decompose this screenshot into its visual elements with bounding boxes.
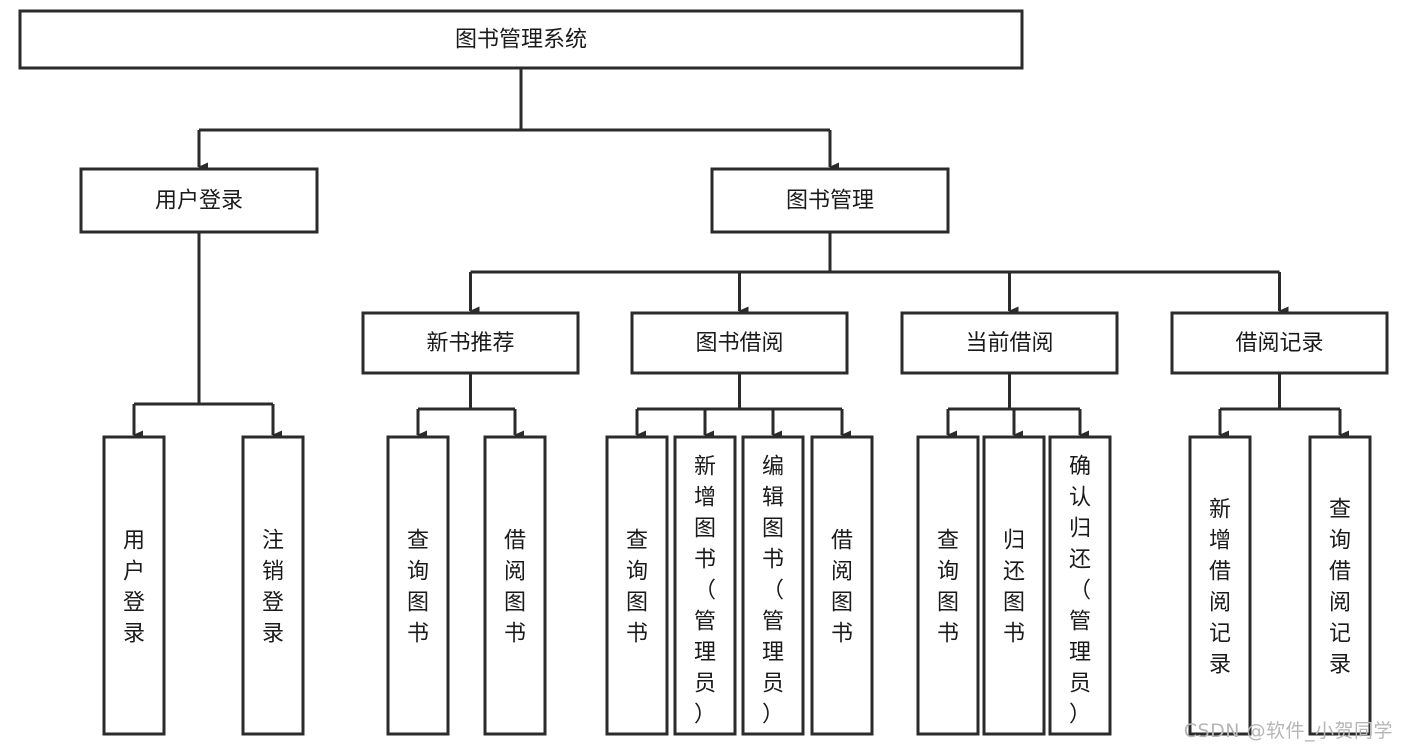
node-new-book-recommend[interactable]: 新书推荐 (361, 311, 580, 375)
node-leaf-query-book-3-rect[interactable] (916, 435, 980, 736)
node-book-borrow-label: 图书借阅 (695, 331, 783, 356)
node-book-borrow-rect[interactable] (630, 311, 849, 375)
node-leaf-add-book-rect[interactable] (673, 435, 737, 736)
node-leaf-add-record-rect[interactable] (1188, 435, 1252, 736)
node-boxes: 图书管理系统用户登录图书管理新书推荐图书借阅当前借阅借阅记录用户登录注销登录查询… (18, 9, 1389, 736)
node-leaf-query-book-1-label: 查询图书 (407, 529, 429, 647)
node-leaf-edit-book-label: 编辑图书（管理员） (762, 454, 784, 727)
node-user-login[interactable]: 用户登录 (79, 167, 319, 234)
node-leaf-logout[interactable]: 注销登录 (241, 435, 305, 736)
node-root-system[interactable]: 图书管理系统 (18, 9, 1024, 70)
node-borrow-record-label: 借阅记录 (1235, 331, 1323, 356)
node-new-book-recommend-label: 新书推荐 (426, 331, 514, 356)
node-leaf-add-book[interactable]: 新增图书（管理员） (673, 435, 737, 736)
node-leaf-confirm-return-label: 确认归还（管理员） (1069, 454, 1091, 727)
node-current-borrow-label: 当前借阅 (965, 331, 1053, 356)
node-leaf-query-book-2-rect[interactable] (605, 435, 669, 736)
node-book-manage[interactable]: 图书管理 (710, 167, 950, 234)
node-borrow-record[interactable]: 借阅记录 (1170, 311, 1389, 375)
node-current-borrow-rect[interactable] (900, 311, 1119, 375)
node-leaf-user-login-label: 用户登录 (123, 529, 145, 647)
connector-lines (132, 68, 1349, 440)
node-leaf-add-record-label: 新增借阅记录 (1209, 498, 1231, 678)
node-leaf-query-book-1[interactable]: 查询图书 (386, 435, 450, 736)
node-book-borrow[interactable]: 图书借阅 (630, 311, 849, 375)
node-root-system-label: 图书管理系统 (455, 28, 587, 53)
node-borrow-record-rect[interactable] (1170, 311, 1389, 375)
node-leaf-logout-label: 注销登录 (262, 529, 284, 647)
node-leaf-return-book-label: 归还图书 (1003, 529, 1025, 647)
node-leaf-query-record[interactable]: 查询借阅记录 (1308, 435, 1372, 736)
node-book-manage-rect[interactable] (710, 167, 950, 234)
node-book-manage-label: 图书管理 (786, 189, 874, 214)
node-leaf-query-book-2[interactable]: 查询图书 (605, 435, 669, 736)
node-leaf-borrow-book-2[interactable]: 借阅图书 (810, 435, 874, 736)
node-leaf-return-book-rect[interactable] (982, 435, 1046, 736)
node-leaf-borrow-book-1[interactable]: 借阅图书 (483, 435, 547, 736)
node-leaf-borrow-book-1-label: 借阅图书 (504, 529, 526, 647)
node-leaf-query-record-label: 查询借阅记录 (1329, 498, 1351, 678)
node-leaf-query-book-3-label: 查询图书 (937, 529, 959, 647)
node-leaf-logout-rect[interactable] (241, 435, 305, 736)
node-leaf-edit-book[interactable]: 编辑图书（管理员） (741, 435, 805, 736)
node-leaf-confirm-return-rect[interactable] (1048, 435, 1112, 736)
node-leaf-add-book-label: 新增图书（管理员） (694, 454, 716, 727)
node-leaf-borrow-book-1-rect[interactable] (483, 435, 547, 736)
node-leaf-query-book-3[interactable]: 查询图书 (916, 435, 980, 736)
node-current-borrow[interactable]: 当前借阅 (900, 311, 1119, 375)
node-leaf-borrow-book-2-label: 借阅图书 (831, 529, 853, 647)
node-leaf-borrow-book-2-rect[interactable] (810, 435, 874, 736)
node-leaf-user-login[interactable]: 用户登录 (102, 435, 166, 736)
node-leaf-query-book-1-rect[interactable] (386, 435, 450, 736)
node-leaf-add-record[interactable]: 新增借阅记录 (1188, 435, 1252, 736)
node-leaf-query-record-rect[interactable] (1308, 435, 1372, 736)
node-leaf-return-book[interactable]: 归还图书 (982, 435, 1046, 736)
node-user-login-rect[interactable] (79, 167, 319, 234)
node-leaf-edit-book-rect[interactable] (741, 435, 805, 736)
node-leaf-query-book-2-label: 查询图书 (626, 529, 648, 647)
node-leaf-confirm-return[interactable]: 确认归还（管理员） (1048, 435, 1112, 736)
node-root-system-rect[interactable] (18, 9, 1024, 70)
node-user-login-label: 用户登录 (155, 189, 243, 214)
watermark-text: CSDN @软件_小贺同学 (1183, 720, 1393, 742)
node-leaf-user-login-rect[interactable] (102, 435, 166, 736)
node-new-book-recommend-rect[interactable] (361, 311, 580, 375)
